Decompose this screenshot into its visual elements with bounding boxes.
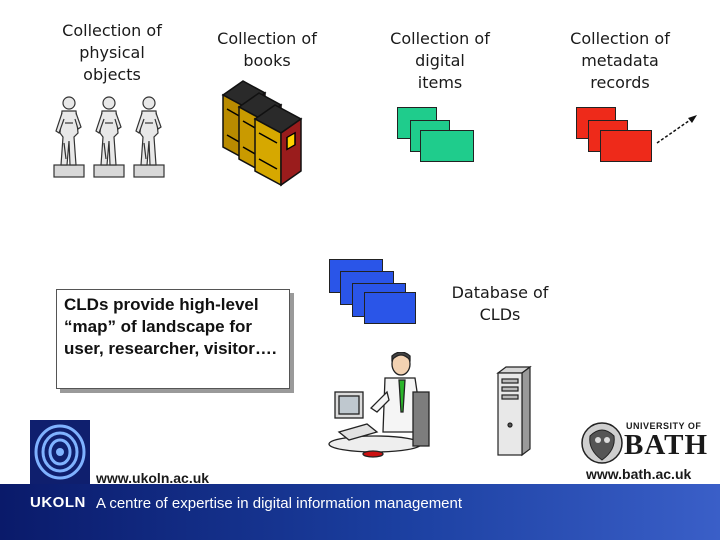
footer-tagline: A centre of expertise in digital informa…	[96, 495, 463, 512]
statue-icon	[53, 96, 165, 178]
arrow-icon	[656, 115, 697, 144]
bath-logo-line2: BATH	[624, 429, 709, 461]
label-database-of-clds: Database of CLDs	[451, 283, 549, 324]
metadata-record-card	[600, 130, 652, 162]
person-at-computer-icon	[328, 352, 430, 458]
books-icon	[221, 80, 303, 187]
ukoln-logo-text: UKOLN	[30, 494, 86, 511]
url-ukoln[interactable]: www.ukoln.ac.uk	[96, 470, 210, 486]
callout-box: CLDs provide high-level “map” of landsca…	[56, 289, 290, 389]
server-tower-icon	[496, 365, 532, 457]
label-metadata-records: Collection of metadata records	[570, 29, 670, 92]
footer-bar	[0, 484, 720, 540]
label-books: Collection of books	[217, 29, 317, 70]
digital-item-card	[420, 130, 474, 162]
url-bath[interactable]: www.bath.ac.uk	[586, 466, 692, 482]
ukoln-logo	[30, 420, 90, 490]
label-digital-items: Collection of digital items	[390, 29, 490, 92]
label-physical-objects: Collection of physical objects	[62, 21, 162, 84]
bath-logo-line1: UNIVERSITY OF	[626, 421, 702, 431]
bath-crest	[581, 422, 623, 464]
cld-card	[364, 292, 416, 324]
